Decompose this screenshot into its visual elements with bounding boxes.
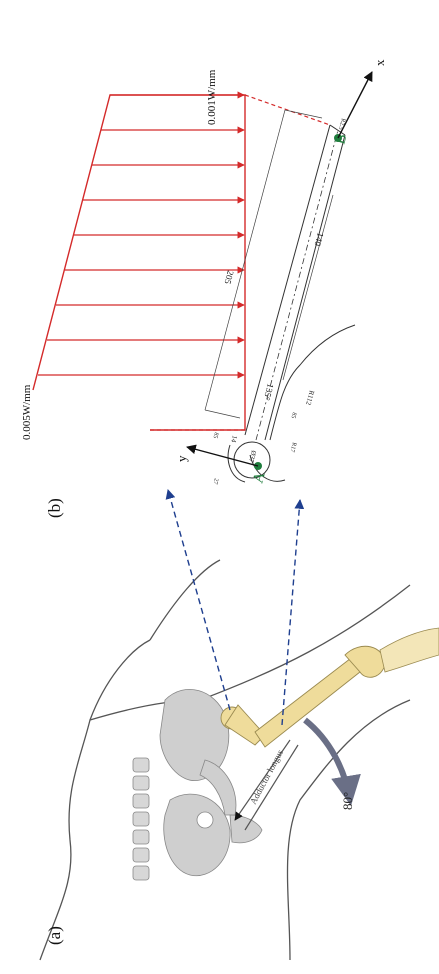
axis-x-label: x [372,59,387,66]
dim-fillet-radius: R112 [304,389,316,406]
leg-outline-upper [89,584,411,721]
dim-27: 27 [212,477,219,484]
muscle-label: Adductor longus [248,748,285,806]
tibia [379,627,439,673]
load-bottom-label: 0.001W/mm [206,69,218,125]
dim-85-b: 85 [290,411,297,418]
projection-arrow-1 [165,489,231,711]
muscle-line-1 [234,739,291,821]
dimension-lines [204,109,334,419]
point-a-label: A [250,470,268,485]
dim-neck-angle: 135° [262,382,276,401]
projection-arrow-2 [281,499,305,726]
panel-b: 0.005W/mm 0.001W/mm 205 140 135° R112 Ø3… [21,59,387,518]
center-line [255,129,339,441]
dim-head-dia: Ø37 [247,449,258,463]
dim-85-a: 85 [212,431,219,438]
femur-model [227,124,356,483]
dimension-labels: 205 140 135° R112 Ø37 14 85 85 R17 27 R2… [212,117,346,484]
angle-label: 80° [340,792,355,810]
rotation-arrow [303,717,361,806]
load-arrows [38,91,245,379]
panel-a: Adductor longus 80° (a) [39,489,439,961]
axis-x-arrow [337,71,373,139]
panel-a-label: (a) [45,926,64,945]
dim-14: 14 [229,434,239,443]
body-outline [39,639,151,961]
load-top-label: 0.005W/mm [21,384,33,440]
panel-b-label: (b) [45,498,64,518]
body-outline-right [149,559,221,641]
axis-y-label: y [174,455,189,462]
axis-y-arrow [186,444,259,467]
point-b-label: B [332,132,350,146]
pelvis [159,689,263,877]
dim-r2-5: R2.5 [337,117,346,130]
femur [220,645,386,748]
dim-length-total: 205 [222,269,235,285]
dim-r17: R17 [288,441,296,452]
leg-outline-lower [286,699,411,961]
muscle-line-2 [244,744,299,831]
dim-length-shaft: 140 [312,231,325,247]
load-baseline-dashed-top [244,94,331,126]
spine [132,757,150,881]
